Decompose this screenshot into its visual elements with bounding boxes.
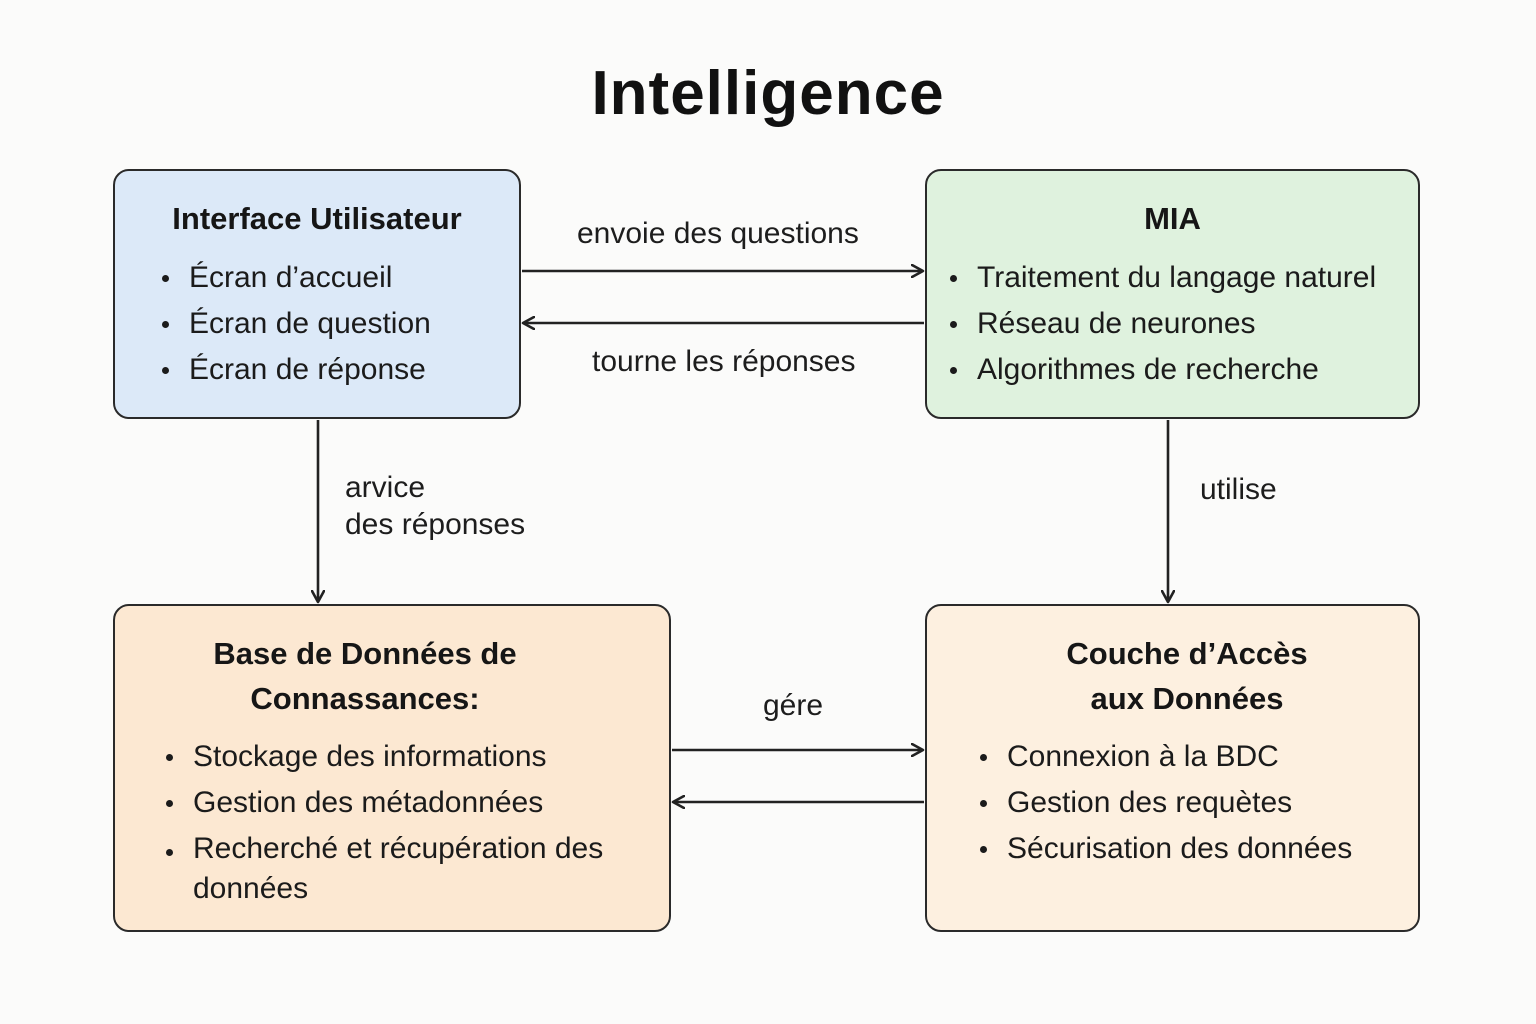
box-title-line2: aux Données: [1090, 681, 1284, 716]
box-interface-utilisateur: Interface Utilisateur Écran d’accueil Éc…: [113, 169, 521, 419]
list-item: Gestion des métadonnées: [163, 780, 623, 826]
edge-label-arvice-line2: des réponses: [345, 508, 526, 541]
box-title-line1: Base de Données de: [213, 636, 517, 671]
edge-label-tourne: tourne les réponses: [592, 345, 856, 378]
list-item: Écran de réponse: [159, 347, 431, 393]
list-item: Algorithmes de recherche: [947, 347, 1376, 393]
box-title-line2: Connassances:: [250, 681, 480, 716]
list-item: Traitement du langage naturel: [947, 255, 1376, 301]
edge-label-gere: gére: [763, 689, 824, 722]
item-list: Écran d’accueil Écran de question Écran …: [159, 255, 431, 393]
box-base-de-donnees: Base de Données de Connassances: Stockag…: [113, 604, 671, 932]
list-item: Stockage des informations: [163, 734, 623, 780]
list-item: Réseau de neurones: [947, 301, 1376, 347]
list-item: Écran de question: [159, 301, 431, 347]
list-item: Connexion à la BDC: [977, 734, 1352, 780]
item-list: Stockage des informations Gestion des mé…: [163, 734, 623, 912]
item-list: Traitement du langage naturel Réseau de …: [947, 255, 1376, 393]
edge-label-envoie: envoie des questions: [577, 217, 859, 250]
item-list: Connexion à la BDC Gestion des requètes …: [977, 734, 1352, 872]
box-title: MIA: [1144, 201, 1201, 236]
box-title-line1: Couche d’Accès: [1066, 636, 1308, 671]
list-item: Sécurisation des données: [977, 826, 1352, 872]
box-title: Interface Utilisateur: [172, 201, 462, 236]
list-item: Gestion des requètes: [977, 780, 1352, 826]
box-couche-acces-donnees: Couche d’Accès aux Données Connexion à l…: [925, 604, 1420, 932]
list-item: Écran d’accueil: [159, 255, 431, 301]
edge-label-arvice-line1: arvice: [345, 471, 426, 504]
list-item: Recherché et récupération des données: [163, 826, 623, 912]
box-mia: MIA Traitement du langage naturel Réseau…: [925, 169, 1420, 419]
diagram-title: Intelligence: [591, 59, 945, 128]
edge-label-utilise: utilise: [1200, 473, 1277, 506]
